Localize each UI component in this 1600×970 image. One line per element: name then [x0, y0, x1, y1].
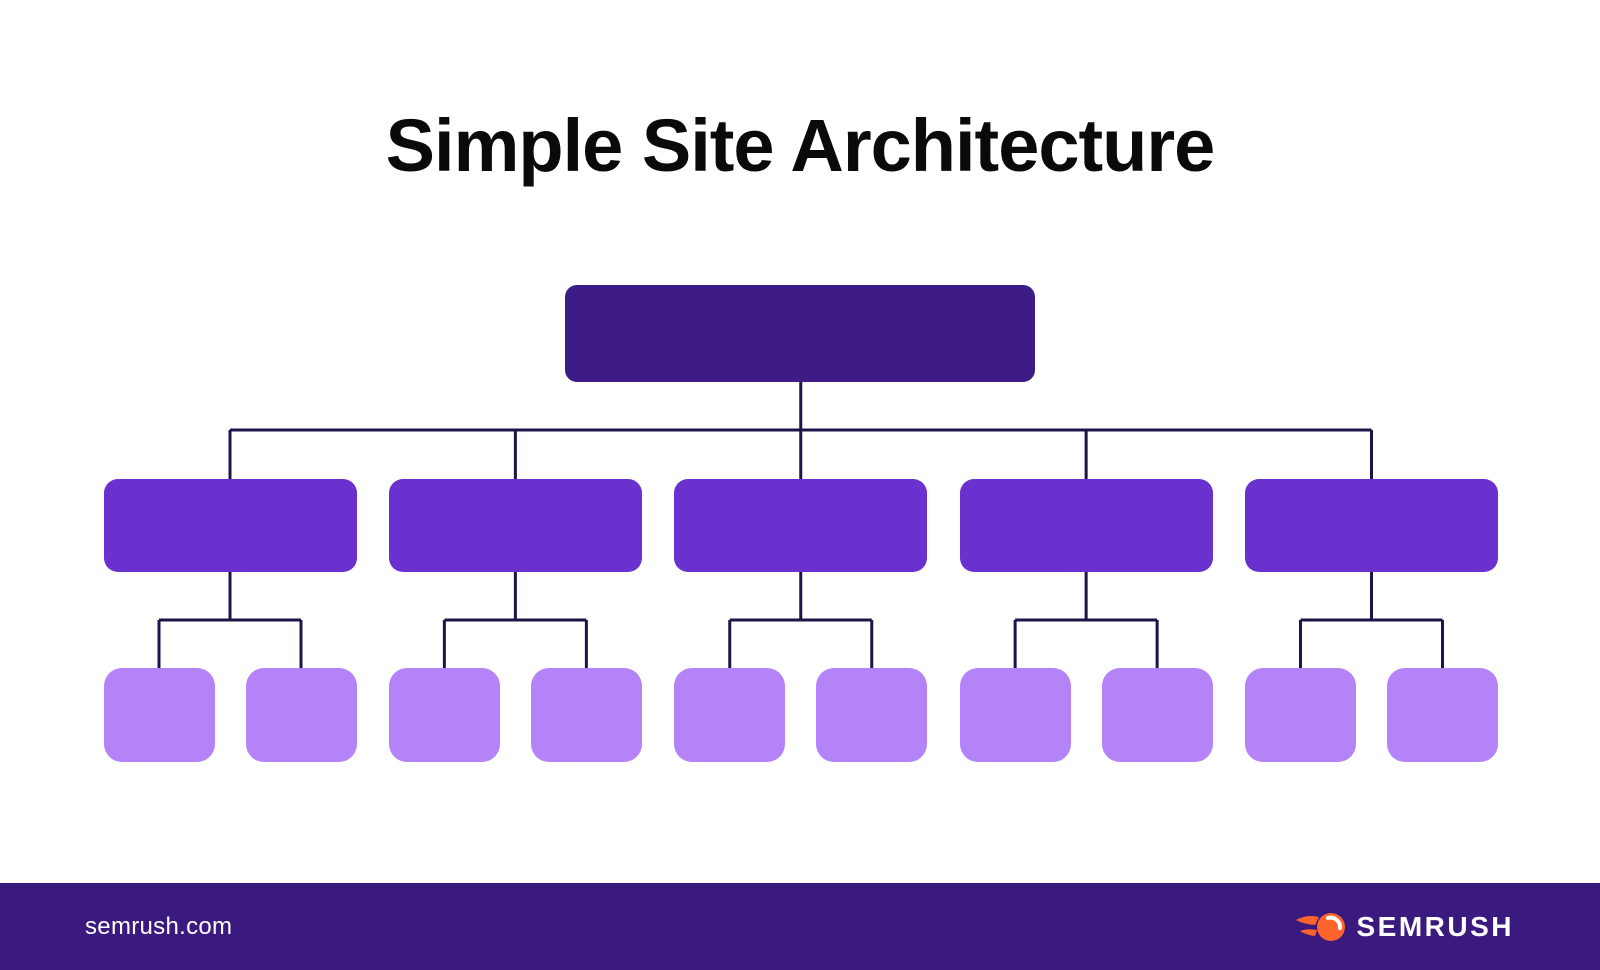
category-box-5: [1245, 479, 1498, 572]
category-box-4: [959, 479, 1213, 572]
category-box-1: [103, 479, 357, 572]
category-box-3: [674, 479, 928, 572]
semrush-wordmark: SEMRUSH: [1356, 910, 1514, 942]
subpage-box-3: [388, 668, 500, 762]
diagram-title: Simple Site Architecture: [385, 104, 1216, 187]
homepage-box: [565, 285, 1035, 382]
subpage-box-1: [103, 668, 215, 762]
category-box-2: [388, 479, 642, 572]
subpage-box-10: [1387, 668, 1498, 762]
semrush-logo: SEMRUSH: [1295, 910, 1514, 944]
subpage-box-9: [1245, 668, 1356, 762]
site-url-label: semrush.com: [85, 912, 233, 940]
subpage-box-6: [816, 668, 928, 762]
subpage-box-5: [674, 668, 786, 762]
subpage-box-8: [1101, 668, 1213, 762]
footer-bar: semrush.com SEMRUSH: [0, 883, 1600, 970]
subpage-box-2: [245, 668, 357, 762]
subpage-box-4: [530, 668, 642, 762]
semrush-flame-icon: [1296, 912, 1346, 941]
subpage-box-7: [959, 668, 1071, 762]
